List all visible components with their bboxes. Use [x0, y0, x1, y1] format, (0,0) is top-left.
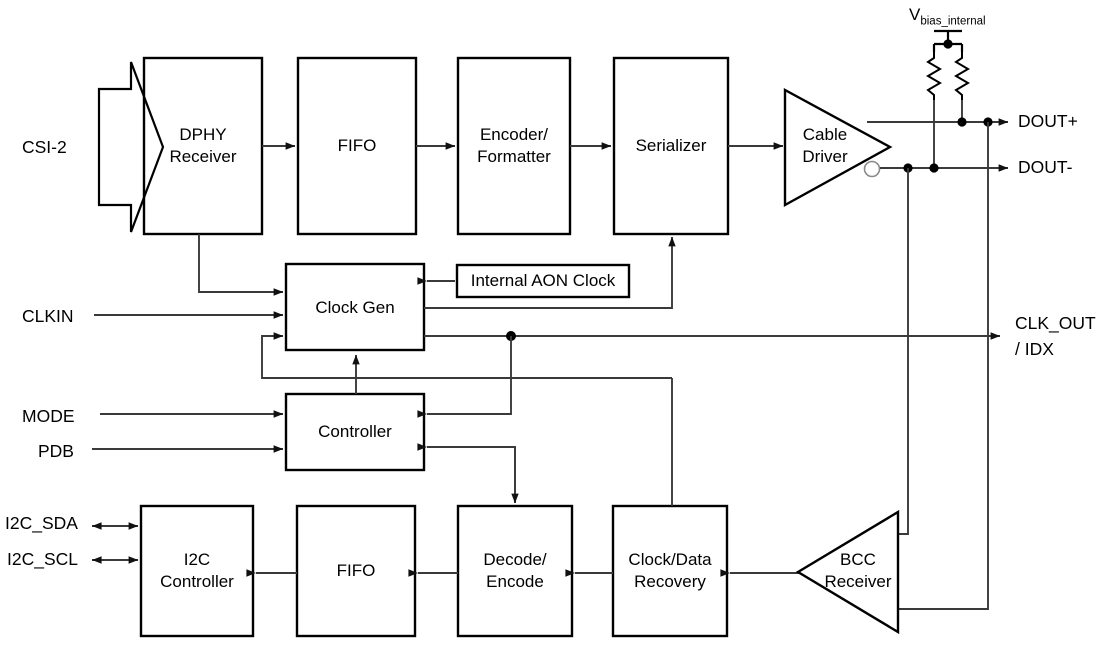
port-label-i2c-sda: I2C_SDA: [5, 513, 78, 533]
block-label-internal-aon-clock: Internal AON Clock: [470, 270, 616, 290]
wire-decode-to-controller: [417, 443, 516, 503]
port-label-i2c-scl: I2C_SCL: [7, 549, 79, 569]
block-label-fifo-bottom: FIFO: [336, 560, 376, 580]
supply-label-vbias-internal: Vbias_internal: [909, 5, 986, 28]
block-internal-aon-clock[interactable]: [455, 263, 631, 299]
wire-dphy-to-clockgen: [198, 234, 284, 296]
resistor-zigzag-left-icon: [926, 52, 942, 100]
block-label-clock-data-recovery: Clock/Data Recovery: [628, 549, 712, 591]
block-fifo-top[interactable]: [296, 56, 418, 236]
csi2-bus-arrow-icon: [97, 61, 165, 233]
port-label-mode: MODE: [22, 406, 75, 426]
port-label-pdb: PDB: [38, 441, 74, 461]
wire-doutp-to-bcc: [898, 122, 989, 610]
block-fifo-bottom[interactable]: [295, 504, 417, 638]
wire-doutn-to-bcc: [898, 168, 909, 535]
wire-clkout-tap-to-controller: [417, 336, 512, 418]
junction-dot-doutn-res: [929, 163, 939, 173]
wire-feedback-to-clockgen: [261, 332, 672, 379]
block-encoder-formatter[interactable]: [456, 56, 572, 236]
block-label-fifo-top: FIFO: [337, 135, 377, 155]
block-controller[interactable]: [284, 392, 426, 472]
block-label-decode-encode: Decode/ Encode: [483, 549, 547, 591]
wire-clockgen-to-serializer: [424, 236, 676, 309]
block-label-encoder-formatter: Encoder/ Formatter: [477, 124, 551, 166]
junction-dot-bias: [943, 39, 953, 49]
block-clock-gen[interactable]: [284, 262, 426, 352]
port-label-dout-plus: DOUT+: [1018, 111, 1078, 131]
amplifier-label-cable-driver: Cable Driver: [802, 124, 848, 166]
block-label-clock-gen: Clock Gen: [315, 297, 395, 317]
port-label-clkin: CLKIN: [22, 306, 74, 326]
port-label-dout-minus: DOUT-: [1018, 157, 1073, 177]
block-label-dphy-receiver: DPHY Receiver: [169, 124, 237, 166]
inverting-bubble-icon: [863, 160, 881, 178]
block-label-serializer: Serializer: [635, 135, 707, 155]
port-label-csi2: CSI-2: [22, 137, 67, 157]
junction-dot-doutp-res: [957, 117, 967, 127]
port-label-clk-out: CLK_OUT: [1015, 313, 1096, 333]
block-i2c-controller[interactable]: [139, 504, 255, 638]
block-label-i2c-controller: I2C Controller: [160, 549, 234, 591]
resistor-zigzag-right-icon: [954, 52, 970, 100]
amplifier-triangle-cable-driver[interactable]: [783, 87, 893, 208]
block-label-controller: Controller: [318, 421, 392, 441]
port-label-idx: / IDX: [1015, 339, 1054, 359]
amplifier-triangle-bcc-receiver[interactable]: [795, 509, 900, 635]
amplifier-label-bcc-receiver: BCC Receiver: [824, 549, 892, 591]
